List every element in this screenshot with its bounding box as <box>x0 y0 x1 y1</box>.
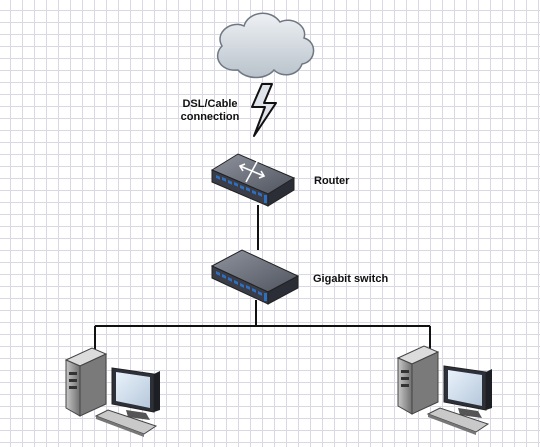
monitor-icon <box>443 365 492 418</box>
lightning-icon <box>251 83 277 137</box>
switch-icon <box>210 249 300 305</box>
connection-lines <box>94 205 431 352</box>
computer-icon <box>64 347 160 437</box>
switch-label: Gigabit switch <box>313 273 389 285</box>
monitor-icon <box>111 367 160 420</box>
router-icon <box>210 153 296 207</box>
router-ports <box>216 175 267 203</box>
cloud-icon <box>217 12 315 79</box>
keyboard-icon <box>94 409 158 437</box>
computer-icon <box>396 345 492 435</box>
tower-icon <box>396 345 440 415</box>
connection-label: DSL/Cable connection <box>180 98 240 123</box>
switch-ports <box>216 271 267 301</box>
keyboard-icon <box>426 407 490 435</box>
tower-icon <box>64 347 108 417</box>
router-label: Router <box>314 175 350 187</box>
